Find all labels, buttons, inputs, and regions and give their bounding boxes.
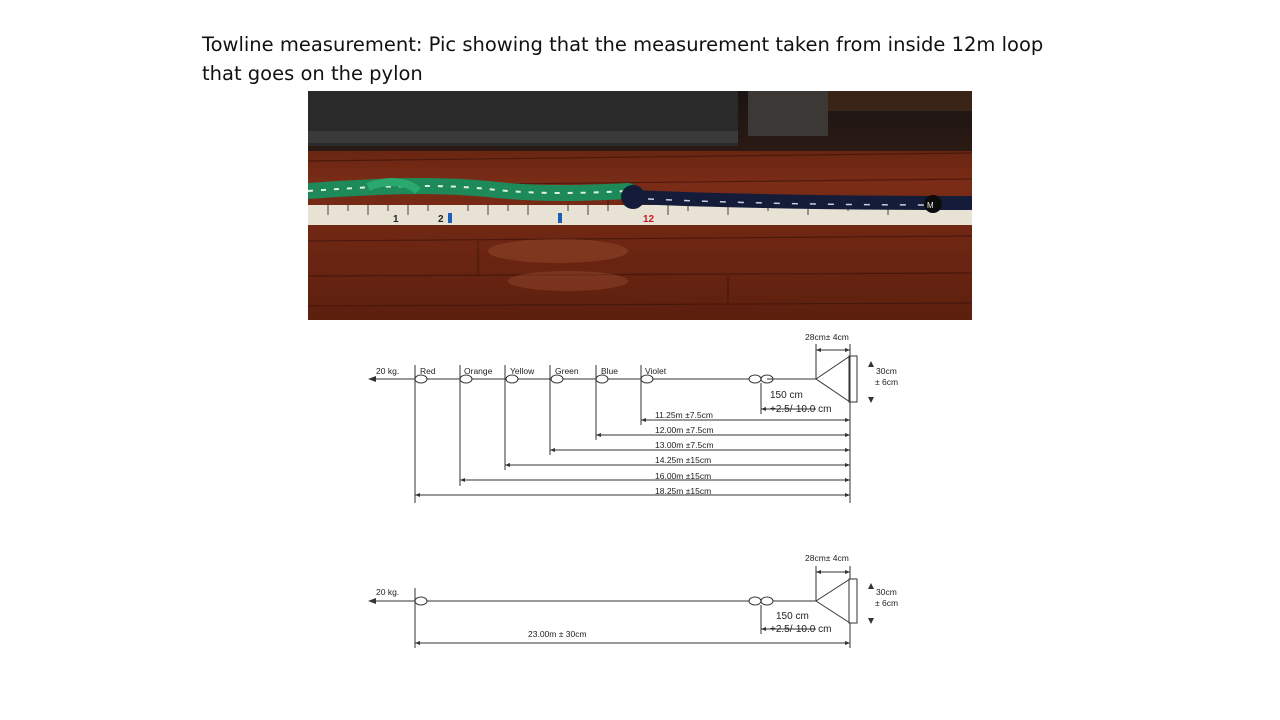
ring-red: [414, 374, 428, 384]
ring-blue: [595, 374, 609, 384]
ring-green: [550, 374, 564, 384]
loop-ring-right-bottom: [760, 596, 774, 606]
bridle-width-label: 28cm± 4cm: [805, 332, 849, 342]
measurement-orange: 16.00m ±15cm: [655, 471, 711, 481]
ring-yellow: [505, 374, 519, 384]
title-line-2: that goes on the pylon: [202, 62, 423, 85]
measurement-green: 13.00m ±7.5cm: [655, 440, 714, 450]
color-label-violet: Violet: [645, 366, 667, 376]
loop-length-label-bottom: 150 cm: [776, 611, 809, 622]
weight-label: 20 kg.: [376, 366, 399, 376]
tension-arrowhead: [368, 376, 376, 382]
tape-number-2: 2: [438, 214, 444, 225]
bridle-height-tol-label-bottom: ± 6cm: [875, 598, 898, 608]
towline-photo-illustration: 1 2 12 M: [308, 91, 972, 320]
loop-tol-label-bottom: +2.5/-10.0 cm: [770, 624, 831, 635]
ring-orange: [459, 374, 473, 384]
tension-arrowhead-bottom: [368, 598, 376, 604]
slide-title: Towline measurement: Pic showing that th…: [202, 30, 1102, 88]
color-label-green: Green: [555, 366, 579, 376]
measurement-blue: 12.00m ±7.5cm: [655, 425, 714, 435]
measurement-red: 18.25m ±15cm: [655, 486, 711, 496]
color-label-orange: Orange: [464, 366, 493, 376]
loop-ring-right: [760, 374, 774, 384]
measurement-lines: [415, 418, 850, 497]
bridle-height-label: 30cm: [876, 366, 897, 376]
ring-violet: [640, 374, 654, 384]
title-line-1: Towline measurement: Pic showing that th…: [202, 33, 1044, 56]
bridle-width-label-bottom: 28cm± 4cm: [805, 553, 849, 563]
weight-label-bottom: 20 kg.: [376, 587, 399, 597]
loop-ring-left-bottom: [748, 596, 762, 606]
loop-length-label: 150 cm: [770, 390, 803, 401]
color-label-blue: Blue: [601, 366, 618, 376]
loop-tol-label: +2.5/-10.0 cm: [770, 404, 831, 415]
tape-label-m: M: [927, 201, 934, 210]
towline-photo: 1 2 12 M: [308, 91, 972, 320]
loop-ring-left: [748, 374, 762, 384]
tape-number-1: 1: [393, 214, 399, 225]
bridle-height-tol-label: ± 6cm: [875, 377, 898, 387]
measurement-violet: 11.25m ±7.5cm: [655, 410, 713, 420]
ring-start-bottom: [414, 596, 428, 606]
measurement-total-bottom: 23.00m ± 30cm: [528, 629, 587, 639]
color-label-yellow: Yellow: [510, 366, 535, 376]
measurement-yellow: 14.25m ±15cm: [655, 455, 711, 465]
bridle-height-label-bottom: 30cm: [876, 587, 897, 597]
color-label-red: Red: [420, 366, 436, 376]
tape-number-12: 12: [643, 214, 655, 225]
